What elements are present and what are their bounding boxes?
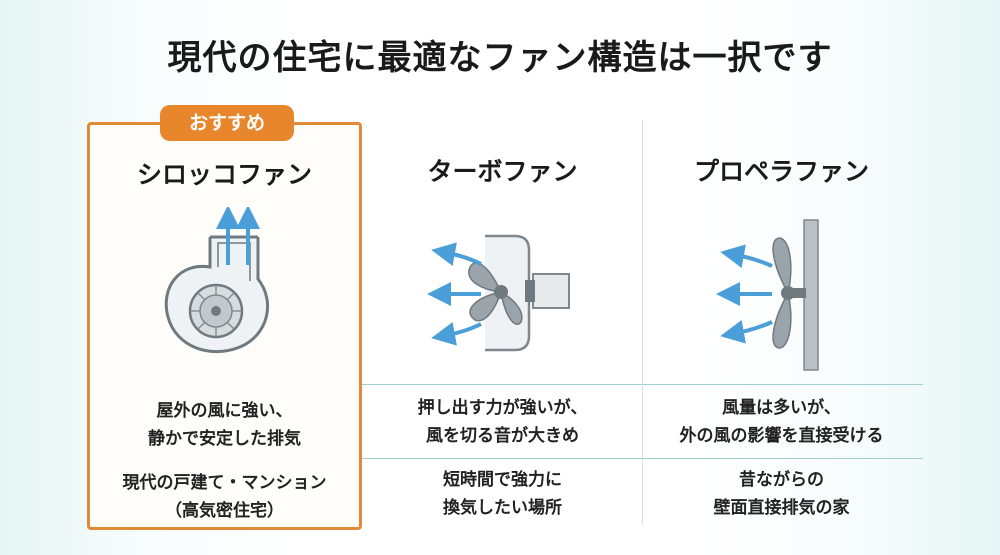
turbo-fan-icon: [427, 234, 570, 352]
fan-use-case: 現代の戸建て・マンション （高気密住宅）: [90, 469, 359, 525]
propeller-fan-icon: [716, 219, 819, 371]
fan-use-case-line-2: 壁面直接排気の家: [713, 498, 850, 518]
recommended-badge: おすすめ: [160, 105, 294, 141]
fan-use-case-line-2: （高気密住宅）: [165, 501, 284, 521]
fan-use-case-line-1: 短時間で強力に: [443, 470, 562, 490]
fan-description-line-1: 屋外の風に強い、: [156, 401, 293, 421]
fan-name: プロペラファン: [693, 157, 869, 186]
fan-description-line-2: 外の風の影響を直接受ける: [679, 426, 884, 446]
fan-use-case: 短時間で強力に 換気したい場所: [365, 466, 640, 522]
fan-description-line-2: 風を切る音が大きめ: [426, 426, 579, 446]
fan-description: 押し出す力が強いが、 風を切る音が大きめ: [365, 394, 640, 450]
fan-description: 屋外の風に強い、 静かで安定した排気: [90, 397, 359, 453]
row-divider-desc: [87, 384, 923, 385]
sirocco-fan-illustration: [90, 205, 359, 387]
column-divider-1: [642, 120, 643, 525]
row-divider-use: [87, 458, 923, 459]
propeller-fan-illustration: [644, 204, 919, 384]
fan-description-line-1: 風量は多いが、: [722, 398, 841, 418]
fan-name: ターボファン: [427, 157, 578, 186]
column-sirocco-fan: おすすめ シロッコファン: [87, 105, 362, 530]
column-propeller-fan: プロペラファン 風量は多いが、 外の風の影響を直接受ける 昔ながらの: [644, 122, 919, 530]
fan-description-line-2: 静かで安定した排気: [148, 429, 301, 449]
turbo-fan-illustration: [365, 204, 640, 384]
fan-use-case-line-1: 昔ながらの: [739, 470, 824, 490]
fan-use-case-line-1: 現代の戸建て・マンション: [122, 473, 327, 493]
column-turbo-fan: ターボファン 押し出す力が強いが、 風を切る音が大きめ: [365, 122, 640, 530]
sirocco-fan-icon: [164, 205, 270, 353]
fan-description-line-1: 押し出す力が強いが、: [417, 398, 588, 418]
fan-use-case-line-2: 換気したい場所: [443, 498, 562, 518]
fan-description: 風量は多いが、 外の風の影響を直接受ける: [644, 394, 919, 450]
fan-use-case: 昔ながらの 壁面直接排気の家: [644, 466, 919, 522]
page-title: 現代の住宅に最適なファン構造は一択です: [167, 38, 833, 78]
fan-name: シロッコファン: [136, 160, 312, 189]
